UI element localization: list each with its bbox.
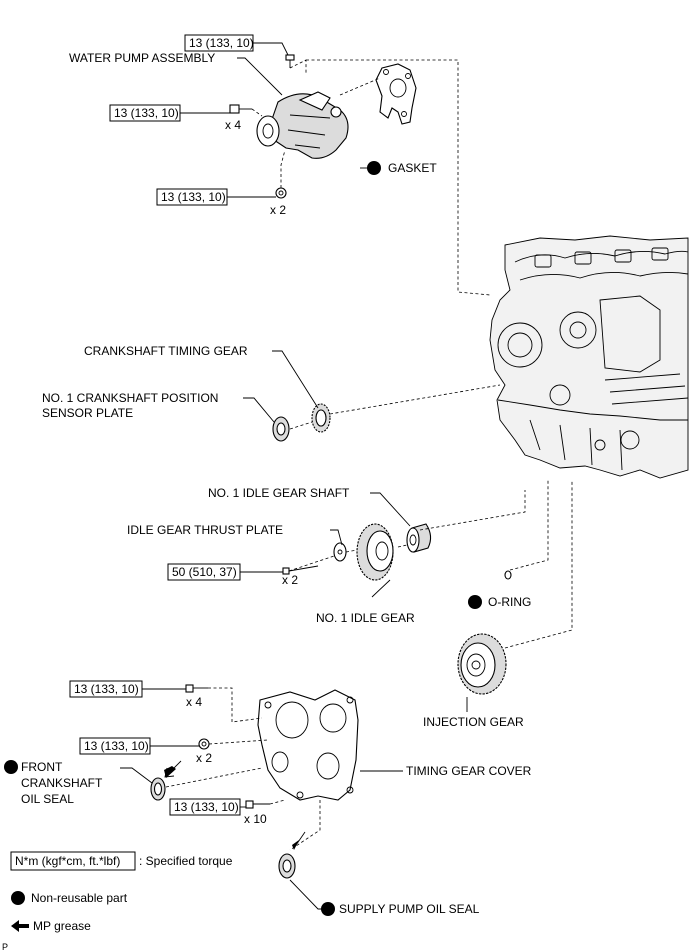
label-front-oil-seal-line3: OIL SEAL xyxy=(21,792,74,806)
cover-bolt-top xyxy=(185,684,208,693)
non-reusable-marker-o-ring xyxy=(468,595,482,609)
front-crankshaft-oil-seal-illustration xyxy=(150,760,182,801)
gasket-illustration xyxy=(375,63,417,125)
non-reusable-marker-supply-pump-seal xyxy=(321,902,335,916)
water-pump-bolt-left xyxy=(229,104,252,114)
torque-box-idle-gear-bolt: 50 (510, 37) xyxy=(167,563,241,581)
engine-block xyxy=(489,235,689,479)
footer-letter: P xyxy=(2,942,8,952)
torque-box-water-pump-bottom: 13 (133, 10) xyxy=(156,188,228,206)
legend-grease-arrow-icon xyxy=(11,920,29,932)
o-ring-illustration xyxy=(504,570,512,580)
quantity-water-pump-left: x 4 xyxy=(225,118,241,132)
label-water-pump-assembly: WATER PUMP ASSEMBLY xyxy=(69,51,215,65)
legend-torque-box xyxy=(10,851,136,871)
label-front-oil-seal-line2: CRANKSHAFT xyxy=(21,776,103,790)
injection-gear-illustration xyxy=(457,633,507,695)
non-reusable-marker-gasket xyxy=(367,161,381,175)
crankshaft-position-sensor-plate-illustration xyxy=(272,416,290,442)
label-o-ring: O-RING xyxy=(488,595,531,609)
timing-gear-cover-illustration xyxy=(257,689,359,801)
idle-gear-illustration xyxy=(356,523,394,581)
legend-mp-grease: MP grease xyxy=(33,919,91,933)
torque-box-cover-nuts: 13 (133, 10) xyxy=(79,737,151,755)
label-idle-gear: NO. 1 IDLE GEAR xyxy=(316,611,415,625)
idle-gear-shaft-illustration xyxy=(406,523,432,553)
torque-box-water-pump-left: 13 (133, 10) xyxy=(109,104,181,122)
torque-value: 13 (133, 10) xyxy=(114,106,179,120)
torque-box-cover-bolts-top: 13 (133, 10) xyxy=(69,680,143,698)
torque-box-cover-bolts-bottom: 13 (133, 10) xyxy=(169,798,241,816)
crankshaft-timing-gear-illustration xyxy=(311,403,331,433)
torque-value: 13 (133, 10) xyxy=(74,682,139,696)
legend-non-reusable-icon xyxy=(11,891,25,905)
quantity-water-pump-bottom: x 2 xyxy=(270,203,286,217)
label-crankshaft-position-sensor-plate-line1: NO. 1 CRANKSHAFT POSITION xyxy=(42,391,218,405)
torque-value: 13 (133, 10) xyxy=(84,739,149,753)
label-crankshaft-position-sensor-plate-line2: SENSOR PLATE xyxy=(42,406,133,420)
quantity-cover-bolts-top: x 4 xyxy=(186,695,202,709)
label-injection-gear: INJECTION GEAR xyxy=(423,715,524,729)
water-pump-nut-bottom xyxy=(275,187,287,199)
torque-value: 13 (133, 10) xyxy=(161,190,226,204)
label-front-oil-seal-line1: FRONT xyxy=(21,760,63,774)
quantity-cover-nuts: x 2 xyxy=(196,751,212,765)
torque-value: 50 (510, 37) xyxy=(172,565,237,579)
label-crankshaft-timing-gear: CRANKSHAFT TIMING GEAR xyxy=(84,344,248,358)
idle-gear-thrust-plate-illustration xyxy=(333,542,347,562)
label-timing-gear-cover: TIMING GEAR COVER xyxy=(406,764,532,778)
label-supply-pump-oil-seal: SUPPLY PUMP OIL SEAL xyxy=(339,902,480,916)
cover-bolt-bottom xyxy=(245,800,270,809)
quantity-cover-bolts-bottom: x 10 xyxy=(244,812,267,826)
leader-lines xyxy=(120,42,468,910)
torque-value: 13 (133, 10) xyxy=(174,800,239,814)
torque-value: 13 (133, 10) xyxy=(189,36,254,50)
label-idle-gear-shaft: NO. 1 IDLE GEAR SHAFT xyxy=(208,486,350,500)
water-pump-bolt-top xyxy=(285,54,295,68)
non-reusable-marker-front-oil-seal xyxy=(4,760,18,774)
quantity-idle-gear-bolt: x 2 xyxy=(282,573,298,587)
legend-non-reusable: Non-reusable part xyxy=(31,891,128,905)
water-pump-assembly-illustration xyxy=(256,91,349,159)
legend-torque-text: : Specified torque xyxy=(139,854,233,868)
torque-box-water-pump-top: 13 (133, 10) xyxy=(184,34,254,52)
cover-nut xyxy=(198,738,210,750)
legend: N*m (kgf*cm, ft.*lbf) : Specified torque… xyxy=(10,851,233,933)
label-idle-gear-thrust-plate: IDLE GEAR THRUST PLATE xyxy=(127,523,283,537)
label-gasket: GASKET xyxy=(388,161,437,175)
legend-torque-unit: N*m (kgf*cm, ft.*lbf) xyxy=(15,854,120,868)
supply-pump-oil-seal-illustration xyxy=(278,831,306,879)
assembly-lines xyxy=(165,59,573,851)
